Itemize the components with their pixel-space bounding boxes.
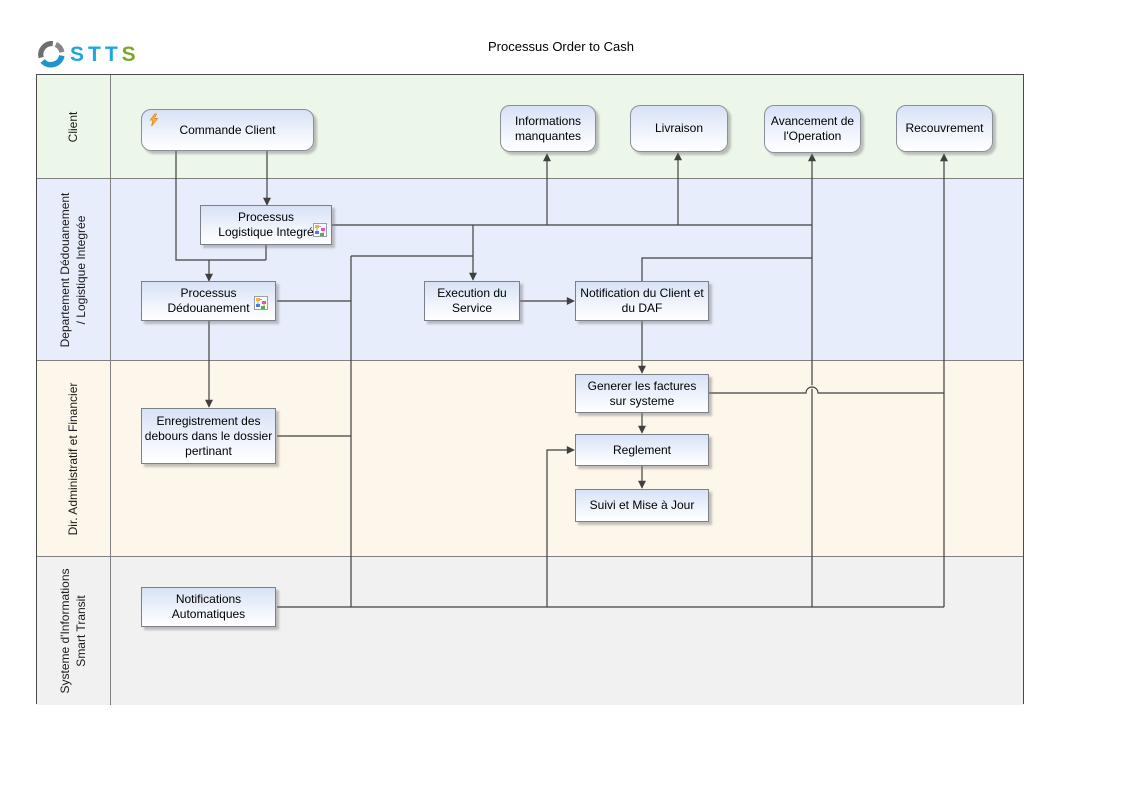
node-livraison: Livraison bbox=[630, 105, 728, 152]
logo-text: STTS bbox=[70, 41, 140, 68]
lane-label-cell-daf: Dir. Administratif et Financier bbox=[37, 361, 111, 556]
node-notification-client-daf: Notification du Client et du DAF bbox=[575, 281, 709, 321]
subprocess-icon bbox=[313, 223, 327, 237]
node-recouvrement: Recouvrement bbox=[896, 105, 993, 152]
diagram-title: Processus Order to Cash bbox=[488, 39, 634, 54]
node-processus-dedouanement: Processus Dédouanement bbox=[141, 281, 276, 321]
node-execution-service: Execution du Service bbox=[424, 281, 520, 321]
node-notifications-automatiques: Notifications Automatiques bbox=[141, 587, 276, 627]
stts-logo: STTS bbox=[38, 41, 140, 68]
lane-label-daf: Dir. Administratif et Financier bbox=[66, 382, 81, 536]
swimlane-systeme-informations: Systeme d'Informations Smart Transit bbox=[37, 557, 1023, 705]
node-reglement: Reglement bbox=[575, 434, 709, 466]
logo-text-green: S bbox=[121, 43, 140, 66]
lane-label-cell-client: Client bbox=[37, 75, 111, 178]
lane-label-cell-departement: Departement Dédouanement / Logistique In… bbox=[37, 179, 111, 360]
node-processus-logistique-integre: Processus Logistique Integré bbox=[200, 205, 332, 245]
node-commande-client: Commande Client bbox=[141, 109, 314, 151]
logo-mark-icon bbox=[38, 41, 65, 68]
node-informations-manquantes: Informations manquantes bbox=[500, 105, 596, 152]
node-generer-factures: Generer les factures sur systeme bbox=[575, 374, 709, 413]
lightning-icon bbox=[149, 113, 159, 127]
lane-label-client: Client bbox=[66, 111, 81, 143]
subprocess-icon bbox=[254, 296, 268, 310]
lane-label-cell-systeme: Systeme d'Informations Smart Transit bbox=[37, 557, 111, 705]
logo-text-blue: STT bbox=[70, 43, 122, 66]
node-enregistrement-debours: Enregistrement des debours dans le dossi… bbox=[141, 408, 276, 464]
lane-label-departement: Departement Dédouanement / Logistique In… bbox=[58, 192, 88, 348]
lane-label-systeme: Systeme d'Informations Smart Transit bbox=[58, 568, 88, 694]
swimlane-departement-dedouanement: Departement Dédouanement / Logistique In… bbox=[37, 179, 1023, 361]
node-suivi-mise-a-jour: Suivi et Mise à Jour bbox=[575, 489, 709, 522]
node-avancement-operation: Avancement de l'Operation bbox=[764, 105, 861, 153]
